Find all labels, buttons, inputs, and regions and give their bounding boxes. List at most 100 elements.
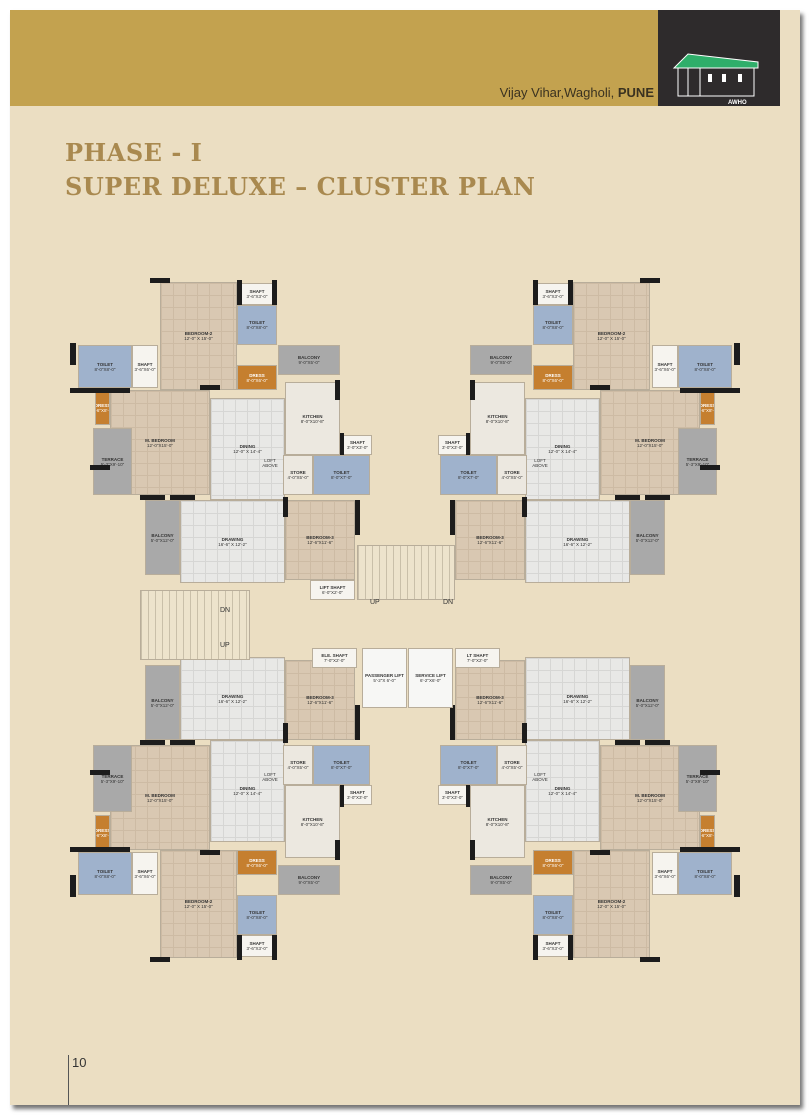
room-dimensions: 8'-0"X8'-0" <box>246 325 268 330</box>
wall <box>355 500 360 535</box>
room-dimensions: 5'-0"X12'-0" <box>635 537 660 543</box>
room-name: BALCONY <box>297 355 321 360</box>
room-name: SHAFT <box>350 440 365 445</box>
core-dim: 7'-0"X2'-0" <box>324 658 345 663</box>
room-dimensions: 9'-0"X5'-0" <box>298 360 320 365</box>
room-name: BALCONY <box>151 532 174 538</box>
wall <box>335 380 340 400</box>
wall <box>140 740 165 745</box>
wall <box>522 497 527 517</box>
wall <box>150 278 170 283</box>
room-name: SHAFT <box>545 941 561 946</box>
room-name: BALCONY <box>151 697 174 703</box>
room-name: DINING <box>554 786 571 791</box>
house-logo-icon: AWHO <box>672 53 759 106</box>
wall <box>340 433 344 455</box>
wall <box>237 935 242 960</box>
room-name: BALCONY <box>489 355 513 360</box>
room-dimensions: 12'-6"X11'-6" <box>307 540 333 545</box>
room-dimensions: 12'-6"X11'-6" <box>307 700 333 705</box>
room-name: BALCONY <box>297 875 321 880</box>
room-name: TOILET <box>97 361 113 367</box>
room-name: TOILET <box>697 868 713 874</box>
wall <box>170 495 195 500</box>
room-dimensions: 12'-0" X 15'-0" <box>597 904 626 909</box>
room-dimensions: 8'-0"X10'-8" <box>485 418 510 424</box>
room-dimensions: 4'-6"X8'-0" <box>700 832 714 838</box>
wall <box>568 280 573 305</box>
core-dim: 6'-0"X2'-0" <box>322 590 343 595</box>
wall <box>640 278 660 283</box>
room-name: DRAWING <box>221 536 244 542</box>
room-name: M. BEDROOM <box>635 792 665 798</box>
room-dimensions: 3'-6"X3'-0" <box>246 294 268 299</box>
room-name: TOILET <box>333 760 350 765</box>
room-dimensions: 12'-0" X 15'-0" <box>184 336 213 341</box>
wall <box>450 500 455 535</box>
wall <box>680 388 740 393</box>
room-name: TOILET <box>697 361 713 367</box>
location-text: Vijay Vihar,Wagholi, PUNE <box>440 85 654 100</box>
loft-label: LOFT <box>534 772 546 777</box>
room-name: BEDROOM-3 <box>306 535 334 540</box>
room-name: TOILET <box>333 470 350 475</box>
room-name: DRAWING <box>221 693 244 699</box>
room-name: TOILET <box>545 910 561 915</box>
wall <box>237 280 242 305</box>
wall <box>200 850 220 855</box>
room-dimensions: 3'-6"X6'-0" <box>654 873 676 879</box>
room-name: TOILET <box>460 470 477 475</box>
room-name: BEDROOM-3 <box>306 695 334 700</box>
page-number: 10 <box>68 1055 86 1105</box>
room-dimensions: 5'-3"X9'-10" <box>685 461 710 467</box>
room-name: BEDROOM-2 <box>597 899 626 904</box>
room-dimensions: 4'-6"X8'-0" <box>95 407 109 413</box>
room-dimensions: 3'-6"X3'-0" <box>542 294 564 299</box>
loft-above: ABOVE <box>262 463 278 468</box>
room-name: DINING <box>239 786 256 791</box>
room-dimensions: 16'-6" X 12'-2" <box>218 541 247 547</box>
room-dimensions: 12'-0"X15'-0" <box>637 797 663 803</box>
room-name: BALCONY <box>636 532 659 538</box>
room-dimensions: 8'-0"X6'-0" <box>542 377 564 383</box>
room-name: DRESS <box>545 372 561 378</box>
room-dimensions: 12'-0" X 14'-4" <box>548 791 577 796</box>
wall <box>340 785 344 807</box>
core-name: LIFT SHAFT <box>319 585 346 590</box>
room-name: DRESS <box>700 827 715 833</box>
wall <box>90 770 110 775</box>
room-name: DRAWING <box>566 536 589 542</box>
loft-label: LOFT <box>264 772 276 777</box>
core-name: SERVICE LIFT <box>415 673 446 678</box>
wall <box>200 385 220 390</box>
stair-left-dn-label: DN <box>220 607 231 614</box>
room-name: STORE <box>290 760 306 765</box>
room-dimensions: 8'-0"X8'-0" <box>694 366 716 372</box>
room-dimensions: 5'-3"X9'-10" <box>100 778 125 784</box>
wall <box>90 465 110 470</box>
